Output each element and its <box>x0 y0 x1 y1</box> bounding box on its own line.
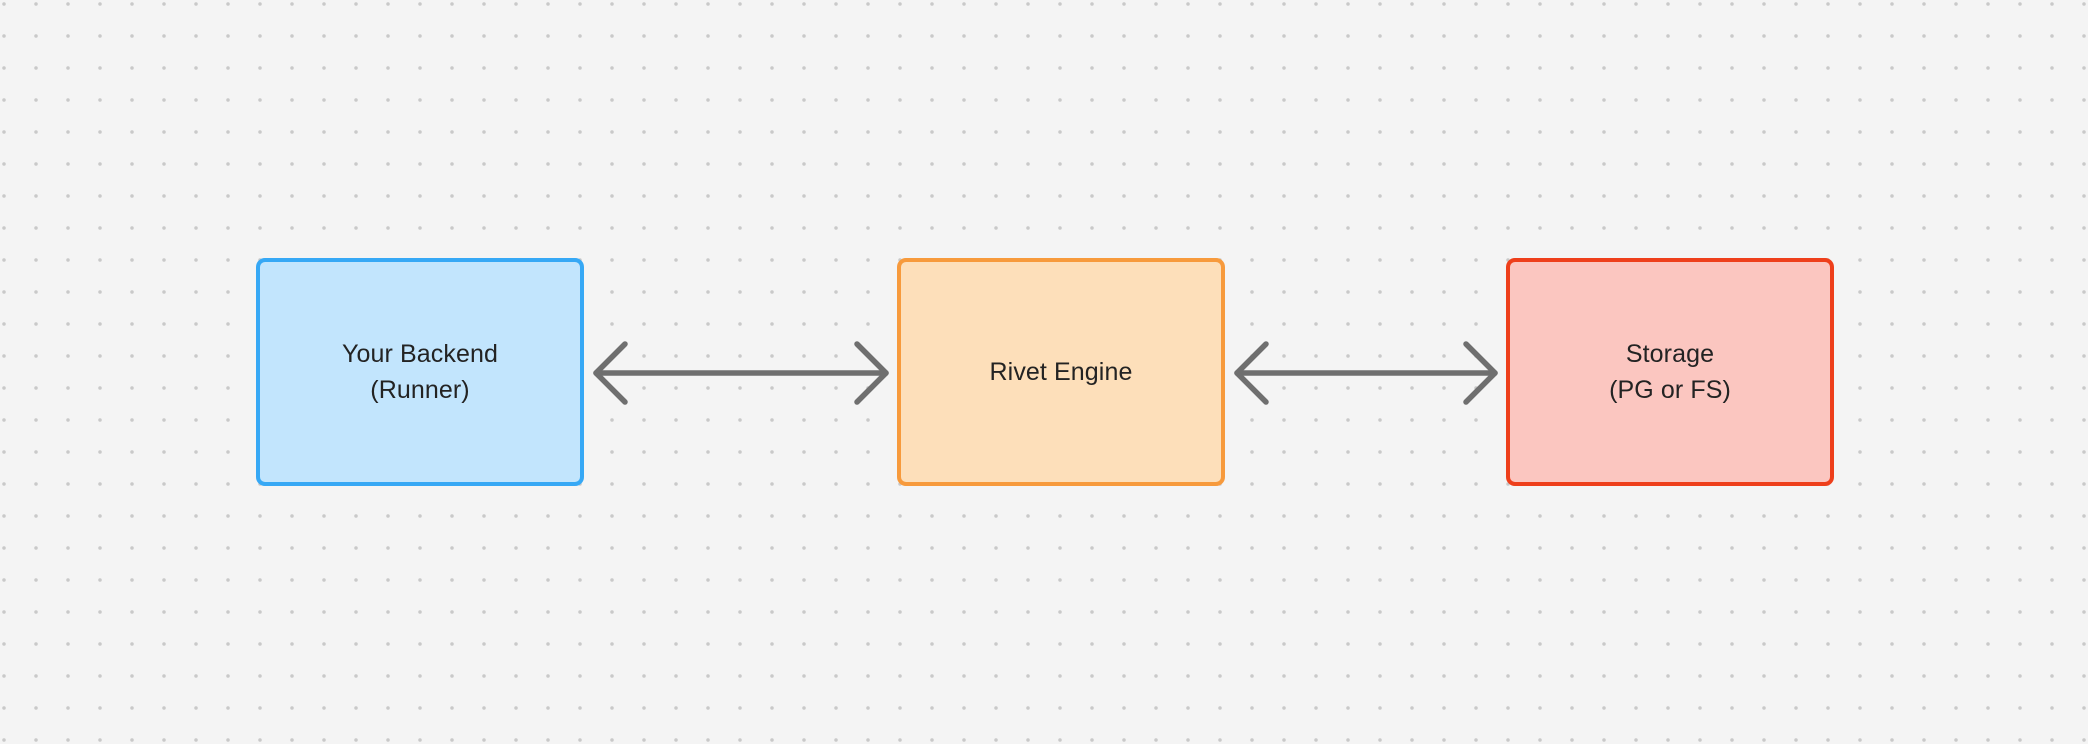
edge-backend-to-engine[interactable] <box>592 330 890 416</box>
node-your-backend-label-line2: (Runner) <box>370 376 470 404</box>
node-your-backend[interactable]: Your Backend (Runner) <box>256 258 584 486</box>
node-storage-label-line2: (PG or FS) <box>1609 376 1731 404</box>
arrowhead-right-icon <box>1463 341 1498 405</box>
edge-engine-to-storage[interactable] <box>1233 330 1499 416</box>
node-your-backend-label-line1: Your Backend <box>342 340 498 368</box>
arrowhead-right-icon <box>854 341 889 405</box>
arrowhead-left-icon <box>593 341 628 405</box>
node-rivet-engine-label: Rivet Engine <box>989 358 1133 386</box>
node-storage[interactable]: Storage (PG or FS) <box>1506 258 1834 486</box>
edge-backend-to-engine-arrow <box>593 341 889 405</box>
node-rivet-engine[interactable]: Rivet Engine <box>897 258 1225 486</box>
edge-engine-to-storage-arrow <box>1234 341 1498 405</box>
node-storage-label-line1: Storage <box>1625 340 1715 368</box>
arrowhead-left-icon <box>1234 341 1269 405</box>
